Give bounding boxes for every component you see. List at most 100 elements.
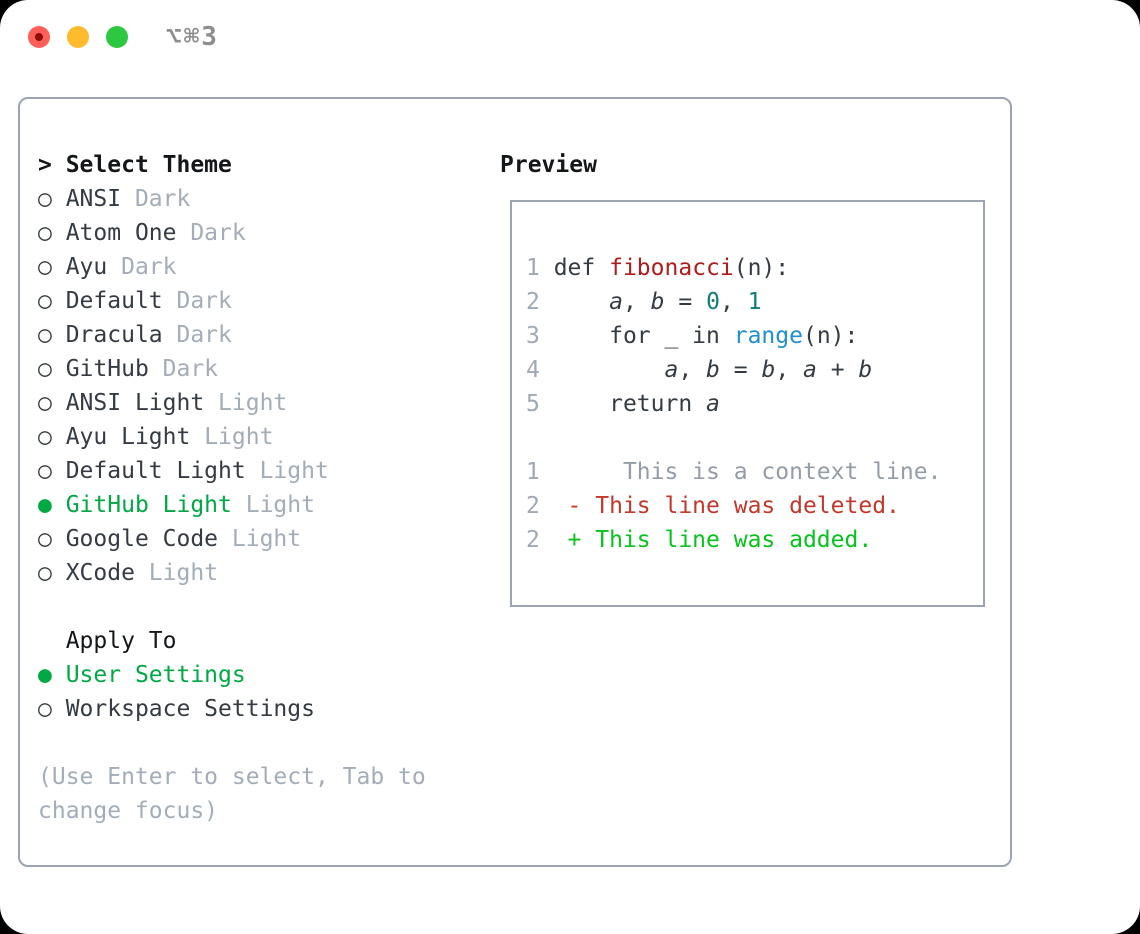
- diff-line: 2 + This line was added.: [526, 523, 983, 557]
- theme-option-default-light[interactable]: ○ Default Light Light: [38, 454, 426, 488]
- spacer: [38, 590, 426, 624]
- code-segment: (n):: [733, 255, 790, 281]
- line-number: 2: [526, 493, 540, 519]
- code-segment: a: [803, 357, 817, 383]
- apply-option-workspace-settings[interactable]: ○ Workspace Settings: [38, 692, 426, 726]
- code-segment: b: [761, 357, 776, 383]
- code-segment: b: [706, 357, 720, 383]
- radio-icon: ●: [38, 492, 52, 518]
- line-number: 3: [526, 323, 540, 349]
- code-line: 5 return a: [526, 387, 983, 421]
- theme-option-ayu-light[interactable]: ○ Ayu Light Light: [38, 420, 426, 454]
- code-segment: 0: [706, 289, 720, 315]
- theme-tag: Light: [231, 492, 315, 518]
- line-number: 1: [526, 255, 540, 281]
- titlebar: ⌥⌘3: [0, 0, 1140, 74]
- theme-option-ansi-light[interactable]: ○ ANSI Light Light: [38, 386, 426, 420]
- code-segment: (n):: [802, 323, 859, 349]
- code-segment: b: [858, 357, 873, 383]
- apply-to-list: ● User Settings○ Workspace Settings: [38, 658, 426, 726]
- code-segment: b: [650, 289, 665, 315]
- code-segment: ,: [719, 289, 748, 315]
- hint-line: (Use Enter to select, Tab to: [38, 764, 426, 790]
- zoom-button-icon[interactable]: [106, 26, 128, 48]
- radio-icon: ○: [38, 526, 52, 552]
- line-number: 1: [526, 459, 540, 485]
- theme-option-xcode[interactable]: ○ XCode Light: [38, 556, 426, 590]
- theme-option-atom-one[interactable]: ○ Atom One Dark: [38, 216, 426, 250]
- code-segment: This is a context line.: [539, 459, 942, 485]
- theme-name: Ayu: [51, 254, 108, 280]
- spacer: [526, 421, 983, 455]
- close-button-icon[interactable]: [28, 26, 50, 48]
- radio-icon: ○: [38, 458, 52, 484]
- theme-name: ANSI: [51, 186, 122, 212]
- code-segment: fibonacci: [609, 255, 734, 281]
- theme-name: Atom One: [51, 220, 177, 246]
- code-segment: range: [733, 323, 803, 349]
- theme-option-ansi[interactable]: ○ ANSI Dark: [38, 182, 426, 216]
- minimize-button-icon[interactable]: [67, 26, 89, 48]
- theme-tag: Light: [218, 526, 302, 552]
- preview-box: 1 def fibonacci(n): 2 a, b = 0, 1 3 for _ …: [510, 200, 985, 607]
- code-segment: a: [609, 289, 623, 315]
- code-segment: +: [816, 357, 859, 383]
- cursor-prefix-icon: >: [38, 152, 66, 178]
- line-number: 2: [526, 289, 540, 315]
- preview-header: Preview: [500, 152, 597, 178]
- keyboard-hint: (Use Enter to select, Tab to change focus…: [38, 760, 426, 828]
- radio-icon: ○: [38, 186, 52, 212]
- code-segment: return: [539, 391, 707, 417]
- theme-tag: Light: [245, 458, 329, 484]
- window-title: ⌥⌘3: [166, 22, 219, 52]
- theme-name: Ayu Light: [51, 424, 191, 450]
- line-number: 4: [526, 357, 540, 383]
- code-segment: ,: [622, 289, 651, 315]
- theme-tag: Dark: [176, 220, 246, 246]
- code-line: 1 def fibonacci(n):: [526, 251, 983, 285]
- apply-option-user-settings[interactable]: ● User Settings: [38, 658, 426, 692]
- theme-name: GitHub: [51, 356, 149, 382]
- theme-option-ayu[interactable]: ○ Ayu Dark: [38, 250, 426, 284]
- code-segment: ,: [678, 357, 707, 383]
- theme-option-dracula[interactable]: ○ Dracula Dark: [38, 318, 426, 352]
- code-segment: + This line was added.: [539, 527, 873, 553]
- radio-icon: ○: [38, 390, 52, 416]
- theme-name: Default Light: [51, 458, 246, 484]
- radio-icon: ○: [38, 288, 52, 314]
- select-theme-header: > Select Theme: [38, 152, 232, 178]
- code-segment: [540, 289, 609, 315]
- radio-icon: ○: [38, 322, 52, 348]
- code-segment: a: [664, 357, 679, 383]
- theme-option-default[interactable]: ○ Default Dark: [38, 284, 426, 318]
- line-number: 5: [526, 391, 540, 417]
- code-segment: =: [719, 357, 762, 383]
- theme-name: Default: [51, 288, 163, 314]
- code-line: 3 for _ in range(n):: [526, 319, 983, 353]
- theme-tag: Dark: [148, 356, 219, 382]
- code-segment: 1: [747, 289, 762, 315]
- radio-icon: ○: [38, 560, 52, 586]
- radio-icon: ○: [38, 696, 52, 722]
- code-segment: [540, 357, 665, 383]
- hint-line: change focus): [38, 798, 219, 824]
- code-segment: for _ in: [539, 323, 734, 349]
- radio-icon: ○: [38, 254, 52, 280]
- theme-tag: Light: [190, 424, 274, 450]
- diff-line: 1 This is a context line.: [526, 455, 983, 489]
- theme-option-github-light[interactable]: ● GitHub Light Light: [38, 488, 426, 522]
- theme-option-google-code[interactable]: ○ Google Code Light: [38, 522, 426, 556]
- theme-tag: Light: [134, 560, 219, 586]
- code-preview: 1 def fibonacci(n): 2 a, b = 0, 1 3 for _ …: [526, 251, 983, 421]
- theme-name: Dracula: [51, 322, 163, 348]
- theme-list-column: > Select Theme ○ ANSI Dark○ Atom One Dar…: [38, 148, 426, 828]
- theme-name: XCode: [51, 560, 135, 586]
- theme-option-github[interactable]: ○ GitHub Dark: [38, 352, 426, 386]
- code-segment: - This line was deleted.: [539, 493, 900, 519]
- spacer: [38, 726, 426, 760]
- theme-name: GitHub Light: [51, 492, 232, 518]
- line-number: 2: [526, 527, 540, 553]
- theme-list: ○ ANSI Dark○ Atom One Dark○ Ayu Dark○ De…: [38, 182, 426, 590]
- theme-tag: Dark: [107, 254, 177, 280]
